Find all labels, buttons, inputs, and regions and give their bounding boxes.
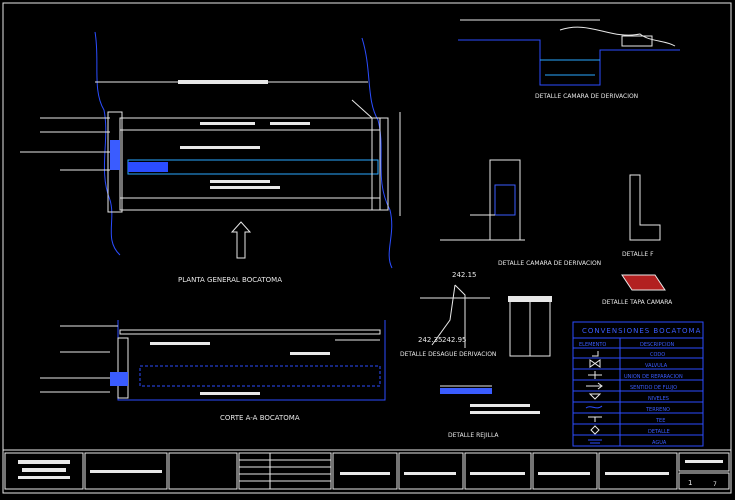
cover-detail-title: DETALLE TAPA CAMARA <box>602 299 673 306</box>
chamber-detail-title: DETALLE CAMARA DE DERIVACION <box>498 260 601 267</box>
legend-title: CONVENSIONES BOCATOMA <box>582 327 701 335</box>
elbow-symbol-icon <box>592 351 599 357</box>
legend-desc-1: VALVULA <box>645 363 668 369</box>
sheet-total: 7 <box>713 481 717 488</box>
sand-trap-detail: 242.15 242.35 242.95 DETALLE DESAGUE DER… <box>400 271 552 358</box>
water-symbol-icon <box>588 439 602 444</box>
detail-f-title: DETALLE F <box>622 251 654 258</box>
detail-symbol-icon <box>590 425 600 435</box>
title-block: 1 7 <box>4 452 730 490</box>
union-symbol-icon <box>588 371 602 379</box>
level-symbol-icon <box>588 393 602 400</box>
grate-detail: DETALLE REJILLA <box>440 385 540 439</box>
section-view: CORTE A-A BOCATOMA <box>40 320 386 422</box>
sheet-number: 1 <box>688 479 692 487</box>
profile-view: DETALLE CAMARA DE DERIVACION <box>458 19 680 100</box>
plan-view: PLANTA GENERAL BOCATOMA <box>20 31 401 284</box>
sheet-border <box>2 2 732 494</box>
sand-trap-title: DETALLE DESAGUE DERIVACION <box>400 351 496 358</box>
legend-desc-4: NIVELES <box>648 396 669 402</box>
elevation-left: 242.35 <box>418 336 443 344</box>
legend-desc-8: AGUA <box>652 440 667 446</box>
legend-desc-7: DETALLE <box>648 429 670 435</box>
valve-symbol-icon <box>589 359 601 368</box>
terrain-symbol-icon <box>585 405 603 409</box>
legend-desc-5: TERRENO <box>645 407 670 413</box>
legend-table: CONVENSIONES BOCATOMA ELEMENTO DESCRIPCI… <box>572 321 704 447</box>
legend-col-description: DESCRIPCION <box>640 342 675 348</box>
section-view-title: CORTE A-A BOCATOMA <box>220 414 300 422</box>
tee-symbol-icon <box>588 416 602 422</box>
chamber-view-title: DETALLE CAMARA DE DERIVACION <box>535 93 638 100</box>
legend-desc-2: UNION DE REPARACION <box>624 374 683 380</box>
legend-desc-6: TEE <box>655 418 665 424</box>
plan-view-title: PLANTA GENERAL BOCATOMA <box>178 276 282 284</box>
elevation-right: 242.95 <box>442 336 467 344</box>
legend-desc-3: SENTIDO DE FLUJO <box>630 385 677 391</box>
elevation-top: 242.15 <box>452 271 477 279</box>
cover-detail: DETALLE TAPA CAMARA <box>602 274 673 306</box>
flow-arrow-icon <box>586 382 603 390</box>
detail-f: DETALLE F <box>622 174 661 258</box>
grate-detail-title: DETALLE REJILLA <box>448 432 499 439</box>
chamber-detail: DETALLE CAMARA DE DERIVACION <box>440 159 601 267</box>
legend-col-element: ELEMENTO <box>579 342 606 348</box>
legend-desc-0: CODO <box>650 352 665 358</box>
flow-direction-arrow <box>230 221 252 259</box>
